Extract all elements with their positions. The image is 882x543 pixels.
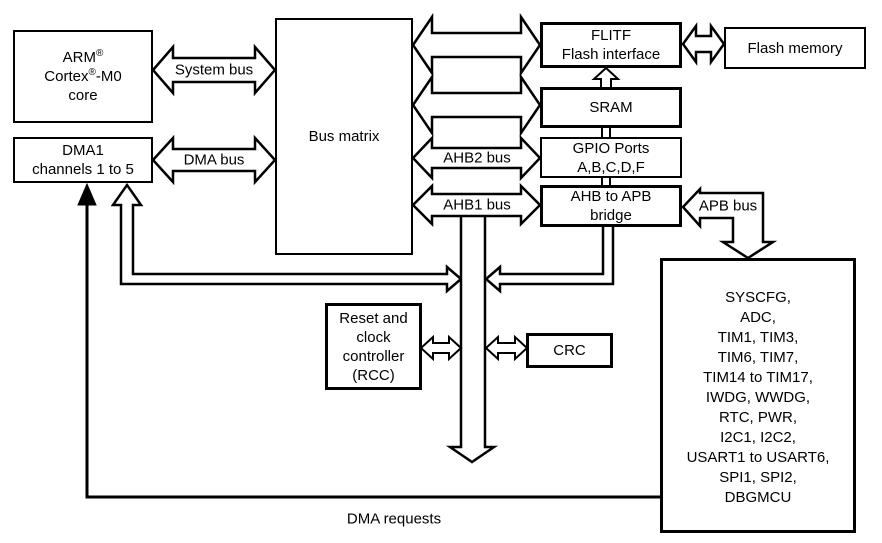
flitf-flash-arrow (681, 22, 726, 66)
peripherals-line: TIM14 to TIM17, (703, 369, 813, 386)
matrix-flitf-arrow (411, 12, 542, 78)
system-bus-label: System bus (174, 61, 254, 79)
dma-bus-label: DMA bus (183, 151, 245, 169)
bus-matrix-box: Bus matrix (275, 18, 413, 255)
arm-core-line3: core (68, 87, 98, 104)
flash-memory-box: Flash memory (724, 27, 866, 69)
sram-gpio-connector (601, 128, 611, 138)
flitf-line2: Flash interface (561, 46, 661, 63)
sram-flitf-up-arrow (591, 66, 621, 88)
bridge-line1: AHB to APB (570, 188, 652, 205)
crc-box: CRC (526, 333, 613, 368)
flash-memory-label: Flash memory (747, 39, 843, 57)
bridge-to-ahb-elbow-arrow (484, 226, 615, 294)
flitf-box: FLITF Flash interface (540, 22, 682, 68)
arm-core-box: ARM® Cortex®-M0 core (13, 30, 153, 123)
rcc-line4: (RCC) (352, 366, 395, 384)
rcc-line2: clock (356, 328, 391, 346)
sram-box: SRAM (540, 87, 682, 128)
peripherals-line: RTC, PWR, (718, 409, 798, 426)
matrix-sram-arrow (411, 72, 542, 138)
flitf-line1: FLITF (591, 27, 631, 44)
dma1-line2: channels 1 to 5 (32, 161, 134, 178)
bridge-line2: bridge (590, 207, 632, 224)
gpio-line1: GPIO Ports (572, 139, 650, 157)
peripherals-line: IWDG, WWDG, (705, 389, 811, 406)
registered-sup: ® (95, 48, 104, 59)
crc-label: CRC (553, 342, 586, 359)
ahb1-bus-label: AHB1 bus (443, 196, 511, 214)
dma1-box: DMA1 channels 1 to 5 (13, 137, 153, 183)
peripherals-line: TIM1, TIM3, (717, 329, 799, 346)
bus-matrix-label: Bus matrix (308, 128, 380, 145)
dma-requests-line (85, 202, 660, 499)
rcc-line1: Reset and (339, 309, 408, 327)
arm-core-line2: Cortex®-M0 (44, 67, 122, 86)
registered-sup: ® (88, 67, 96, 78)
gpio-box: GPIO Ports A,B,C,D,F (540, 137, 682, 178)
dma-requests-arrowhead (77, 182, 97, 206)
gpio-line2: A,B,C,D,F (577, 158, 645, 176)
apb-bus-label: APB bus (698, 197, 758, 215)
pipe-crc-arrow (484, 334, 529, 362)
dma1-line1: DMA1 (62, 142, 104, 159)
peripherals-line: ADC, (740, 309, 776, 326)
peripherals-line: I2C1, I2C2, (720, 429, 796, 446)
peripherals-line: SYSCFG, (725, 289, 791, 306)
ahb-apb-bridge-box: AHB to APB bridge (540, 185, 682, 227)
peripherals-line: SPI1, SPI2, (719, 469, 797, 486)
rcc-box: Reset and clock controller (RCC) (325, 303, 422, 390)
ahb-down-pipe-arrow (445, 216, 499, 464)
peripherals-box: SYSCFG, ADC, TIM1, TIM3, TIM6, TIM7, TIM… (660, 258, 856, 533)
rcc-pipe-arrow (419, 334, 463, 362)
rcc-line3: controller (342, 347, 405, 365)
sram-label: SRAM (589, 99, 633, 116)
arm-core-line1: ARM® (62, 48, 104, 67)
peripherals-line: DBGMCU (724, 489, 792, 506)
gpio-bridge-connector (601, 177, 611, 186)
peripherals-line: TIM6, TIM7, (717, 349, 799, 366)
dma-requests-label: DMA requests (346, 510, 442, 528)
ahb2-bus-label: AHB2 bus (443, 149, 511, 167)
peripherals-line: USART1 to USART6, (686, 449, 830, 466)
